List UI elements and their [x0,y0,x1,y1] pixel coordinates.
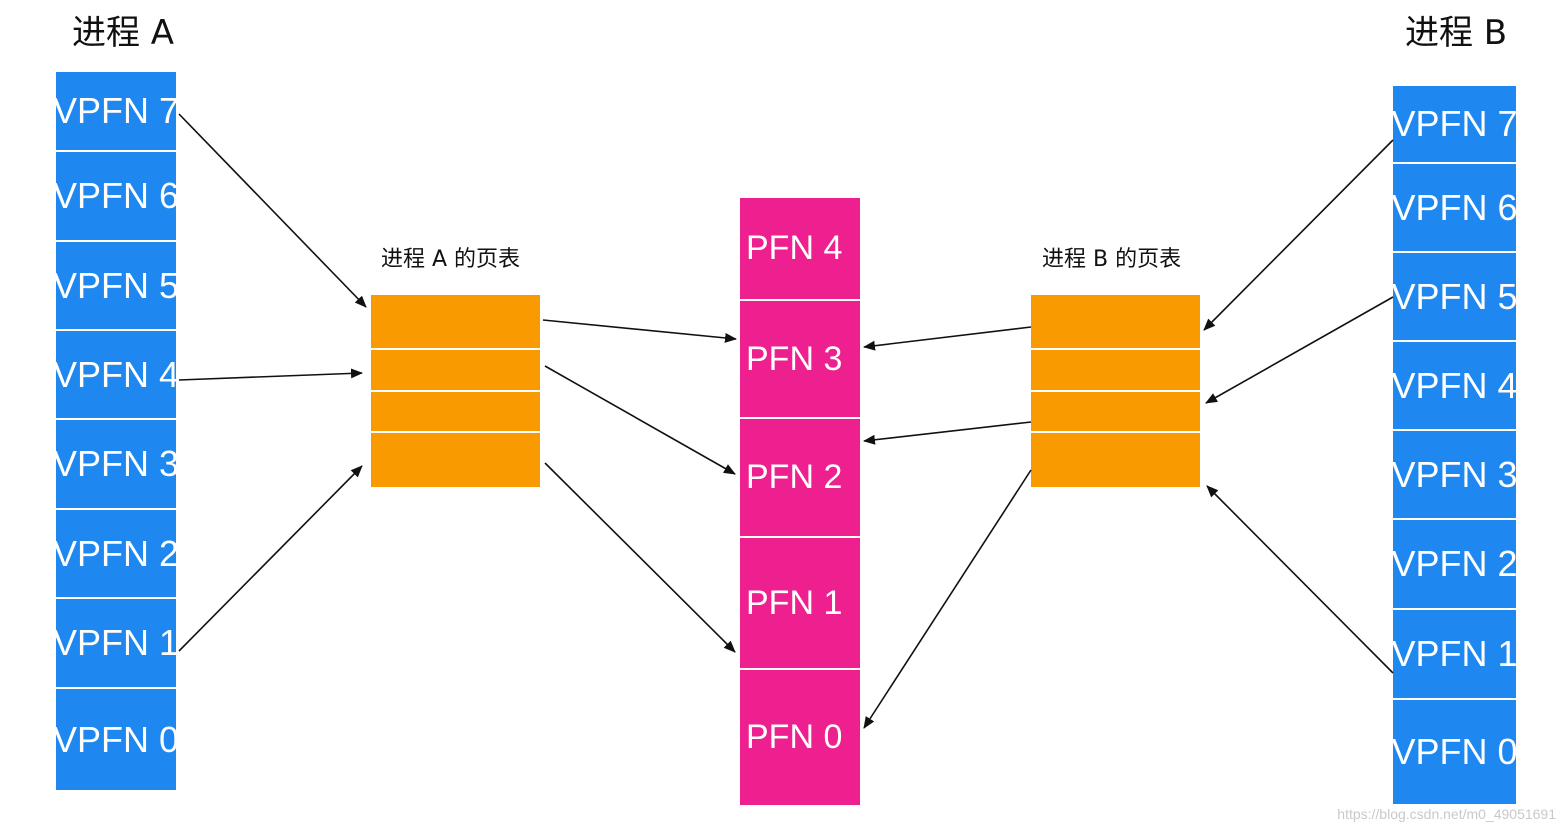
page-table-b-entry [1031,433,1200,487]
physical-frames: PFN 4 PFN 3 PFN 2 PFN 1 PFN 0 [740,198,860,805]
process-a-vpfn-3: VPFN 3 [56,420,176,510]
arrow-a-table-to-pfn1 [544,462,736,653]
page-table-a-entry [371,433,540,487]
arrow-b-vpfn1-to-table [1206,485,1394,674]
arrow-b-vpfn5-to-table [1205,296,1394,404]
process-b-vpfn-3: VPFN 3 [1393,431,1516,520]
process-a-vpfn-7: VPFN 7 [56,72,176,152]
process-b-vpfn-7: VPFN 7 [1393,86,1516,164]
process-a-vpfn-0: VPFN 0 [56,689,176,790]
process-a-vpfn-2: VPFN 2 [56,510,176,599]
page-table-a-label: 进程 A 的页表 [381,247,521,272]
pfn-2: PFN 2 [740,419,860,538]
process-b-vpfn-0: VPFN 0 [1393,700,1516,804]
arrow-a-table-to-pfn3 [542,319,737,343]
process-a-virtual-pages: VPFN 7 VPFN 6 VPFN 5 VPFN 4 VPFN 3 VPFN … [56,72,176,790]
arrow-b-table-to-pfn0 [863,469,1032,729]
watermark: https://blog.csdn.net/m0_49051691 [1337,806,1556,822]
page-table-b-entry [1031,392,1200,433]
page-table-a-entry [371,295,540,350]
page-table-b-label: 进程 B 的页表 [1042,247,1182,272]
process-a-title: 进程 A [72,13,175,53]
process-a-vpfn-4: VPFN 4 [56,331,176,420]
process-b-vpfn-2: VPFN 2 [1393,520,1516,610]
page-table-b-entry [1031,350,1200,392]
arrow-b-table-to-pfn2 [863,421,1032,445]
pfn-3: PFN 3 [740,301,860,419]
process-b-virtual-pages: VPFN 7 VPFN 6 VPFN 5 VPFN 4 VPFN 3 VPFN … [1393,86,1516,804]
page-table-b [1031,295,1200,487]
process-b-title: 进程 B [1405,13,1508,53]
page-table-a-entry [371,350,540,392]
arrow-a-table-to-pfn2 [544,365,736,475]
process-b-vpfn-6: VPFN 6 [1393,164,1516,253]
pfn-1: PFN 1 [740,538,860,670]
arrow-a-vpfn1-to-table [178,465,363,652]
page-table-a [371,295,540,487]
process-b-vpfn-5: VPFN 5 [1393,253,1516,342]
process-a-vpfn-5: VPFN 5 [56,242,176,331]
arrow-b-vpfn7-to-table [1203,139,1394,331]
pfn-4: PFN 4 [740,198,860,301]
process-a-vpfn-1: VPFN 1 [56,599,176,689]
process-b-vpfn-4: VPFN 4 [1393,342,1516,431]
process-a-vpfn-6: VPFN 6 [56,152,176,242]
page-table-b-entry [1031,295,1200,350]
arrow-a-vpfn4-to-table [178,368,363,381]
process-b-vpfn-1: VPFN 1 [1393,610,1516,700]
pfn-0: PFN 0 [740,670,860,805]
page-table-a-entry [371,392,540,433]
arrow-b-table-to-pfn3 [863,326,1032,351]
arrow-a-vpfn7-to-table [178,113,367,308]
